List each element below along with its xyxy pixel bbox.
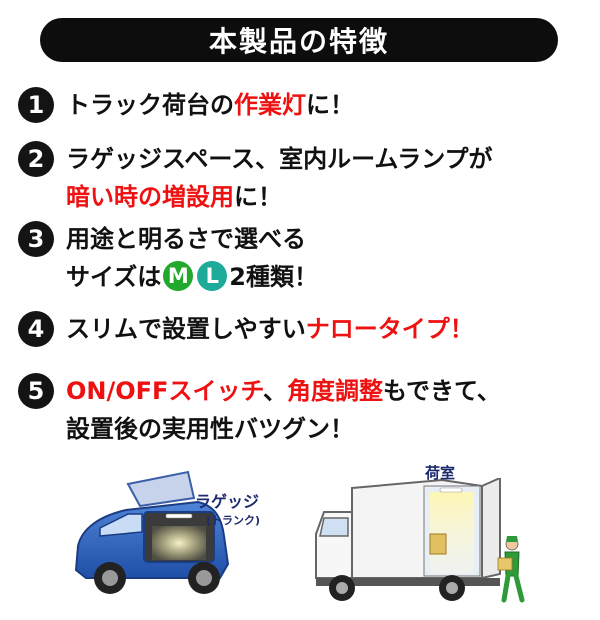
- feature-1-line: トラック荷台の作業灯に！: [66, 86, 354, 124]
- feature-5-highlight-a: ON/OFFスイッチ: [66, 377, 264, 405]
- feature-3-line-1: 用途と明るさで選べる: [66, 225, 306, 253]
- car-illustration: [74, 470, 230, 594]
- car-label: ラゲッジ: [195, 492, 260, 511]
- feature-2-text-b: に！: [234, 183, 282, 211]
- feature-2: 2 ラゲッジスペース、室内ルームランプが 暗い時の増設用に！: [18, 140, 492, 216]
- truck-illustration: [315, 478, 525, 603]
- car-sublabel: (トランク): [206, 514, 261, 527]
- feature-3-text-b: 2種類！: [229, 263, 318, 291]
- feature-5: 5 ON/OFFスイッチ、角度調整もできて、 設置後の実用性バツグン！: [18, 372, 501, 448]
- feature-1-text-c: に！: [306, 91, 354, 119]
- feature-5-line-2: 設置後の実用性バツグン！: [66, 415, 354, 443]
- feature-4-line: スリムで設置しやすいナロータイプ！: [66, 310, 474, 348]
- feature-number-2: 2: [18, 141, 54, 177]
- size-m-badge: M: [163, 261, 194, 291]
- feature-2-line-1: ラゲッジスペース、室内ルームランプが: [66, 145, 493, 173]
- page-title: 本製品の特徴: [208, 25, 389, 58]
- feature-5-text-d: もできて、: [383, 377, 501, 405]
- feature-4-text-a: スリムで設置しやすい: [66, 315, 306, 343]
- feature-1-text-a: トラック荷台の: [66, 91, 234, 119]
- truck-label: 荷室: [425, 464, 456, 482]
- feature-1: 1 トラック荷台の作業灯に！: [18, 86, 354, 124]
- feature-1-highlight: 作業灯: [234, 91, 306, 119]
- feature-4: 4 スリムで設置しやすいナロータイプ！: [18, 310, 474, 348]
- feature-5-highlight-c: 角度調整: [287, 377, 384, 405]
- feature-number-5: 5: [18, 373, 54, 409]
- feature-5-text-b: 、: [263, 377, 288, 405]
- feature-2-line-2: 暗い時の増設用に！: [66, 178, 492, 216]
- feature-2-highlight: 暗い時の増設用: [66, 183, 234, 211]
- feature-4-highlight: ナロータイプ！: [305, 315, 474, 343]
- feature-number-1: 1: [18, 87, 54, 123]
- feature-number-3: 3: [18, 221, 54, 257]
- size-l-badge: L: [197, 261, 228, 291]
- title-banner: 本製品の特徴: [40, 18, 558, 62]
- feature-3-text-a: サイズは: [66, 263, 162, 291]
- feature-number-4: 4: [18, 311, 54, 347]
- feature-5-line-1: ON/OFFスイッチ、角度調整もできて、: [66, 372, 501, 410]
